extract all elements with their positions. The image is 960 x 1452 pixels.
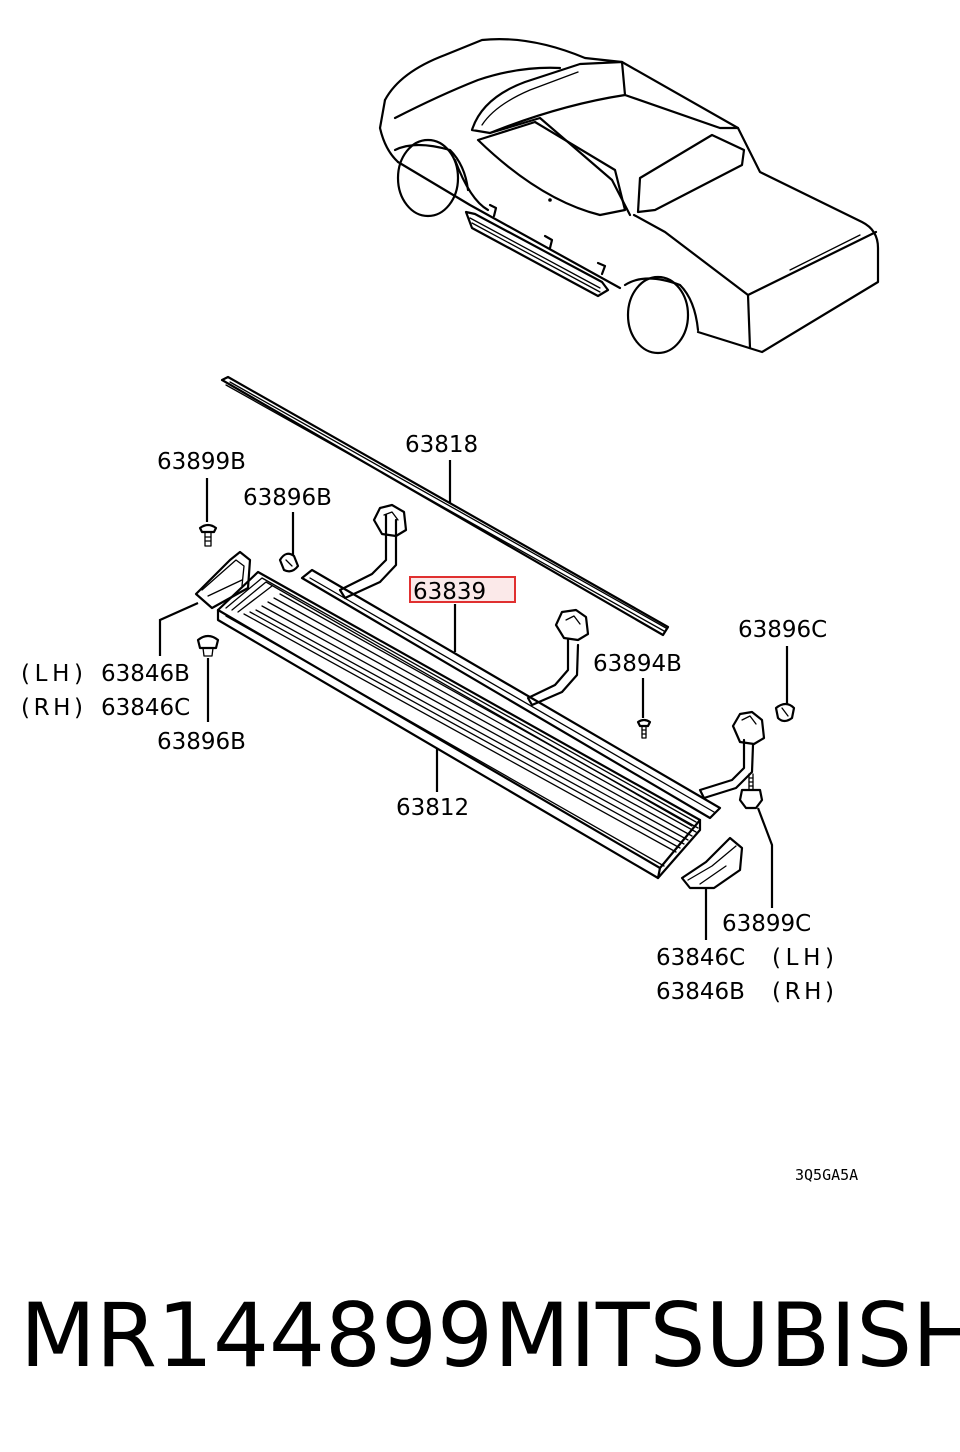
clip-63896b-bottom <box>196 634 220 657</box>
diagram-code: 3Q5GA5A <box>795 1166 858 1184</box>
bolt-63899c <box>738 773 764 810</box>
clip-63896b-top <box>278 552 300 573</box>
label-63896c: 63896C <box>738 617 827 643</box>
label-63818: 63818 <box>405 432 478 458</box>
label-rh-prefix: (RH) <box>21 695 83 721</box>
label-63846b-left: 63846B <box>101 661 190 687</box>
label-lh-suffix: (LH) <box>772 945 834 971</box>
label-63899b: 63899B <box>157 449 246 475</box>
vehicle-illustration <box>378 38 880 355</box>
fastener-63899b <box>198 523 218 547</box>
label-63894b: 63894B <box>593 651 682 677</box>
brand-name: MITSUBISHI <box>494 1284 960 1387</box>
plate-63839 <box>300 568 722 820</box>
screw-63894b <box>636 718 652 739</box>
label-63839: 63839 <box>413 579 486 605</box>
end-cap-front <box>680 836 744 890</box>
molding-63818 <box>220 375 670 637</box>
leader-lines <box>158 460 789 940</box>
step-brackets <box>338 503 766 800</box>
label-rh-suffix: (RH) <box>772 979 834 1005</box>
label-63846c-left: 63846C <box>101 695 190 721</box>
label-63899c: 63899C <box>722 911 811 937</box>
clip-63896c <box>774 702 796 723</box>
label-63846b-right: 63846B <box>656 979 745 1005</box>
part-number: MR144899 <box>20 1284 493 1387</box>
end-cap-rear <box>194 550 252 610</box>
highlight-box <box>409 576 516 603</box>
label-63846c-right: 63846C <box>656 945 745 971</box>
label-63812: 63812 <box>396 795 469 821</box>
label-63896b-top: 63896B <box>243 485 332 511</box>
label-lh-prefix: (LH) <box>21 661 83 687</box>
label-63896b-bottom: 63896B <box>157 729 246 755</box>
running-board-63812 <box>216 570 702 880</box>
